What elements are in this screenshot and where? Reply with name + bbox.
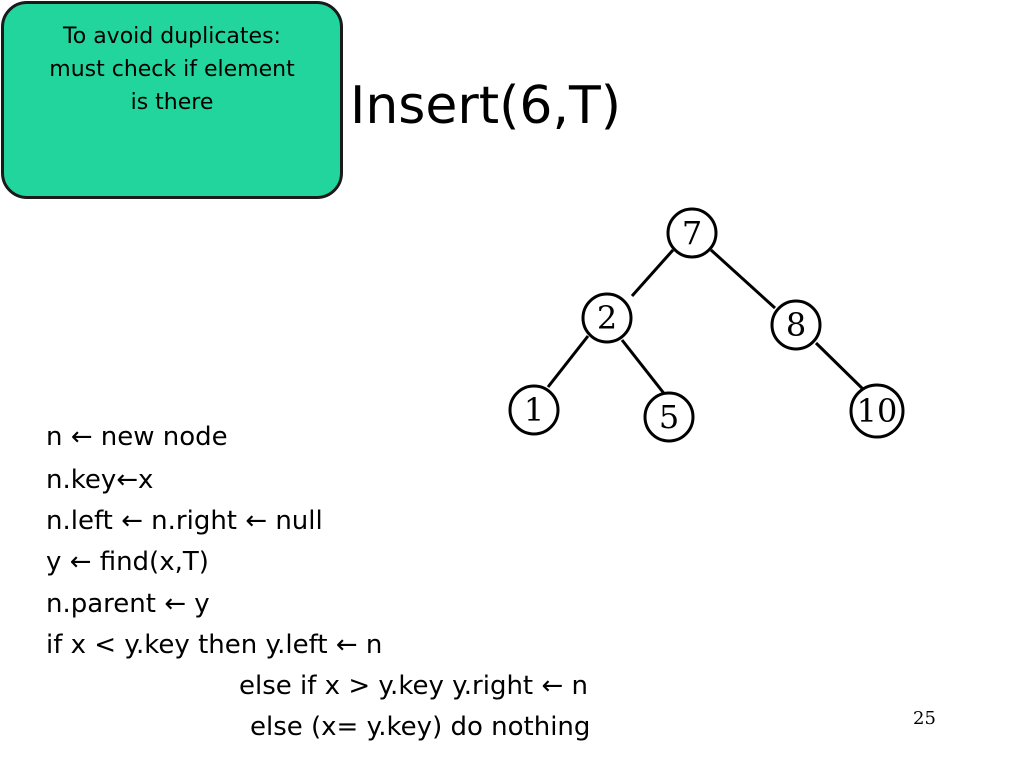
code-line-2: n.key←x <box>46 465 154 495</box>
tree-node-2-label: 2 <box>597 299 617 337</box>
code-line-4: y ← find(x,T) <box>46 547 209 577</box>
edge-2-5 <box>620 339 668 397</box>
tree-node-10: 10 <box>849 383 905 439</box>
code-line-1: n ← new node <box>46 422 228 452</box>
callout-line-1: To avoid duplicates: <box>63 24 281 49</box>
code-line-3: n.left ← n.right ← null <box>46 506 323 536</box>
tree-node-5-label: 5 <box>659 398 679 436</box>
tree-node-5: 5 <box>643 391 695 443</box>
edge-7-2 <box>630 249 675 297</box>
tree-node-1: 1 <box>508 384 560 436</box>
edge-8-10 <box>814 341 870 396</box>
code-line-8: else (x= y.key) do nothing <box>250 712 591 742</box>
tree-node-1-circle <box>508 384 560 436</box>
tree-node-7-circle <box>666 207 718 259</box>
tree-edges <box>546 248 870 397</box>
tree-node-10-circle <box>849 383 905 439</box>
tree-node-1-label: 1 <box>524 391 544 429</box>
duplicate-check-callout: To avoid duplicates: must check if eleme… <box>1 1 343 199</box>
tree-node-8: 8 <box>770 299 822 351</box>
edge-2-1 <box>546 335 590 388</box>
slide-number: 25 <box>913 708 936 729</box>
tree-node-7-label: 7 <box>682 214 702 252</box>
tree-node-7: 7 <box>666 207 718 259</box>
tree-node-8-circle <box>770 299 822 351</box>
slide-title: Insert(6,T) <box>350 76 622 136</box>
code-line-7: else if x > y.key y.right ← n <box>239 671 588 701</box>
code-line-6: if x < y.key then y.left ← n <box>46 630 383 660</box>
tree-node-5-circle <box>643 391 695 443</box>
callout-line-3: is there <box>130 90 214 115</box>
code-line-5: n.parent ← y <box>46 589 210 619</box>
callout-line-2: must check if element <box>49 57 295 82</box>
tree-node-10-label: 10 <box>857 392 898 430</box>
edge-7-8 <box>709 248 777 310</box>
tree-nodes: 7 2 8 1 5 10 <box>508 207 905 443</box>
tree-node-8-label: 8 <box>786 306 806 344</box>
tree-node-2-circle <box>581 292 633 344</box>
tree-node-2: 2 <box>581 292 633 344</box>
